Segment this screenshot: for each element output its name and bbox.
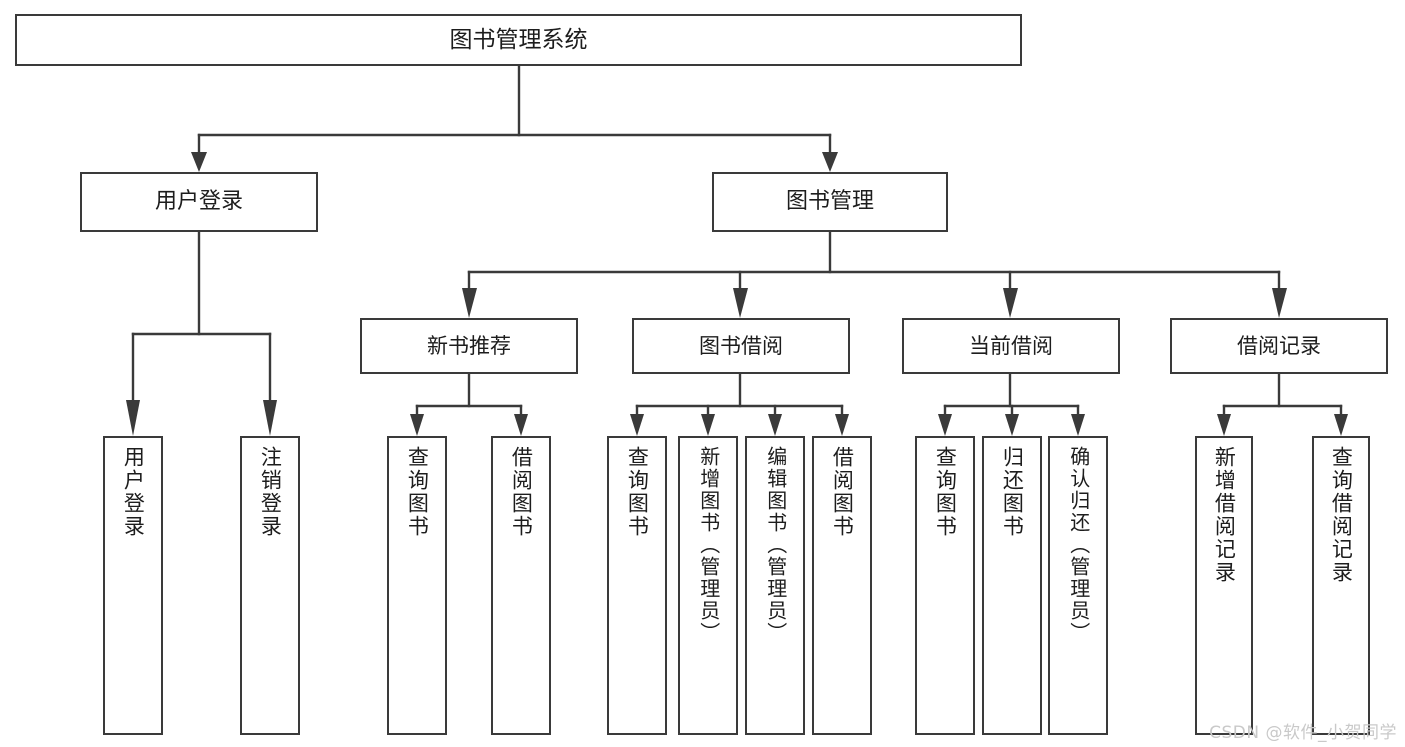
arrowhead-leaf-borrow-book-2 (835, 414, 849, 436)
node-leaf-borrow-book-1[interactable]: 借阅图书 (491, 436, 551, 735)
arrowhead-borrow-record (1272, 288, 1287, 318)
node-leaf-add-record-label: 新增借阅记录 (1212, 446, 1237, 584)
node-leaf-confirm-return[interactable]: 确认归还（管理员） (1048, 436, 1108, 735)
arrowhead-book-manage (822, 152, 838, 172)
node-leaf-edit-book-label: 编辑图书（管理员） (763, 446, 788, 644)
node-leaf-query-record-label: 查询借阅记录 (1329, 446, 1354, 584)
arrowhead-leaf-confirm-return (1071, 414, 1085, 436)
node-new-book-rec[interactable]: 新书推荐 (360, 318, 578, 374)
arrowhead-leaf-add-record (1217, 414, 1231, 436)
node-leaf-query-book-1-label: 查询图书 (405, 446, 430, 538)
node-borrow-record-label: 借阅记录 (1237, 333, 1321, 358)
node-book-borrow[interactable]: 图书借阅 (632, 318, 850, 374)
node-leaf-return-book[interactable]: 归还图书 (982, 436, 1042, 735)
node-leaf-confirm-return-label: 确认归还（管理员） (1066, 446, 1091, 644)
node-new-book-rec-label: 新书推荐 (427, 333, 511, 358)
node-leaf-user-login-label: 用户登录 (121, 446, 146, 538)
node-current-borrow-label: 当前借阅 (969, 333, 1053, 358)
arrowhead-leaf-query-book-1 (410, 414, 424, 436)
arrowhead-book-borrow (733, 288, 748, 318)
arrowhead-leaf-return-book (1005, 414, 1019, 436)
arrowhead-leaf-borrow-book-1 (514, 414, 528, 436)
node-leaf-logout-label: 注销登录 (258, 446, 283, 538)
arrowhead-new-book-rec (462, 288, 477, 318)
node-book-manage-label: 图书管理 (785, 189, 874, 215)
node-leaf-logout[interactable]: 注销登录 (240, 436, 300, 735)
node-leaf-borrow-book-2[interactable]: 借阅图书 (812, 436, 872, 735)
arrowhead-leaf-edit-book (768, 414, 782, 436)
node-leaf-query-book-1[interactable]: 查询图书 (387, 436, 447, 735)
node-root[interactable]: 图书管理系统 (15, 14, 1022, 66)
node-leaf-borrow-book-2-label: 借阅图书 (830, 446, 855, 538)
node-leaf-query-book-3-label: 查询图书 (933, 446, 958, 538)
node-leaf-query-book-3[interactable]: 查询图书 (915, 436, 975, 735)
node-root-label: 图书管理系统 (449, 26, 588, 53)
watermark: CSDN @软件_小贺同学 (1209, 723, 1397, 743)
node-user-login-label: 用户登录 (154, 189, 243, 215)
node-leaf-query-record[interactable]: 查询借阅记录 (1312, 436, 1370, 735)
node-leaf-add-record[interactable]: 新增借阅记录 (1195, 436, 1253, 735)
node-leaf-user-login[interactable]: 用户登录 (103, 436, 163, 735)
arrowhead-leaf-add-book (701, 414, 715, 436)
arrowhead-current-borrow (1003, 288, 1018, 318)
node-leaf-query-book-2[interactable]: 查询图书 (607, 436, 667, 735)
arrowhead-user-login (191, 152, 207, 172)
arrowhead-leaf-logout (263, 400, 277, 436)
node-leaf-add-book[interactable]: 新增图书（管理员） (678, 436, 738, 735)
arrowhead-leaf-query-record (1334, 414, 1348, 436)
node-leaf-borrow-book-1-label: 借阅图书 (509, 446, 534, 538)
node-user-login[interactable]: 用户登录 (80, 172, 318, 232)
node-leaf-return-book-label: 归还图书 (1000, 446, 1025, 538)
node-book-borrow-label: 图书借阅 (699, 333, 783, 358)
node-leaf-add-book-label: 新增图书（管理员） (696, 446, 721, 644)
node-current-borrow[interactable]: 当前借阅 (902, 318, 1120, 374)
arrowhead-leaf-query-book-2 (630, 414, 644, 436)
node-leaf-query-book-2-label: 查询图书 (625, 446, 650, 538)
node-leaf-edit-book[interactable]: 编辑图书（管理员） (745, 436, 805, 735)
node-borrow-record[interactable]: 借阅记录 (1170, 318, 1388, 374)
arrowhead-leaf-user-login (126, 400, 140, 436)
arrowhead-leaf-query-book-3 (938, 414, 952, 436)
node-book-manage[interactable]: 图书管理 (712, 172, 948, 232)
